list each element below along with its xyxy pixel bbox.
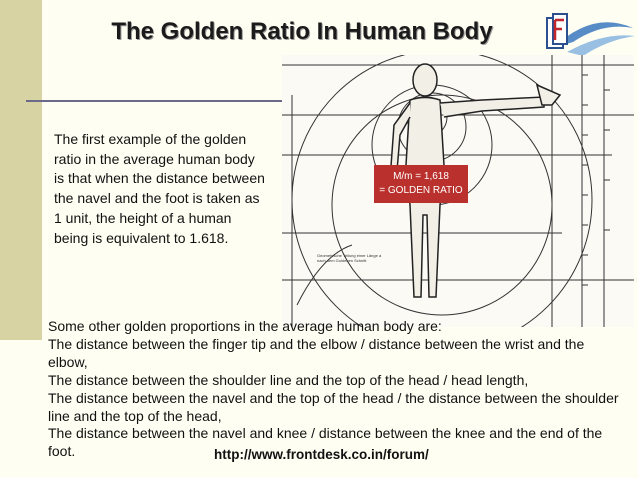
slide-title: The Golden Ratio In Human Body — [111, 18, 493, 45]
diagram-caption: Geometrische Teilung einer Länge a nach … — [317, 253, 382, 263]
proportion-line: The distance between the finger tip and … — [48, 335, 585, 370]
ratio-line-1: M/m = 1,618 — [393, 171, 449, 182]
golden-proportions-list: Some other golden proportions in the ave… — [48, 318, 623, 461]
vitruvian-proportion-diagram: Geometrische Teilung einer Länge a nach … — [282, 55, 634, 327]
proportion-line: The distance between the navel and the t… — [48, 389, 619, 424]
proportions-intro-line: Some other golden proportions in the ave… — [48, 318, 442, 334]
title-divider — [26, 100, 288, 102]
intro-paragraph: The first example of the golden ratio in… — [54, 131, 265, 246]
ratio-line-2: = GOLDEN RATIO — [379, 185, 463, 196]
golden-ratio-label: M/m = 1,618 = GOLDEN RATIO — [374, 165, 468, 203]
source-url: http://www.frontdesk.co.in/forum/ — [214, 447, 429, 462]
slide-sidebar-band — [0, 0, 42, 340]
proportion-line: The distance between the navel and knee … — [48, 425, 603, 460]
proportion-line: The distance between the shoulder line a… — [48, 371, 529, 388]
frontdesk-logo — [546, 13, 635, 56]
